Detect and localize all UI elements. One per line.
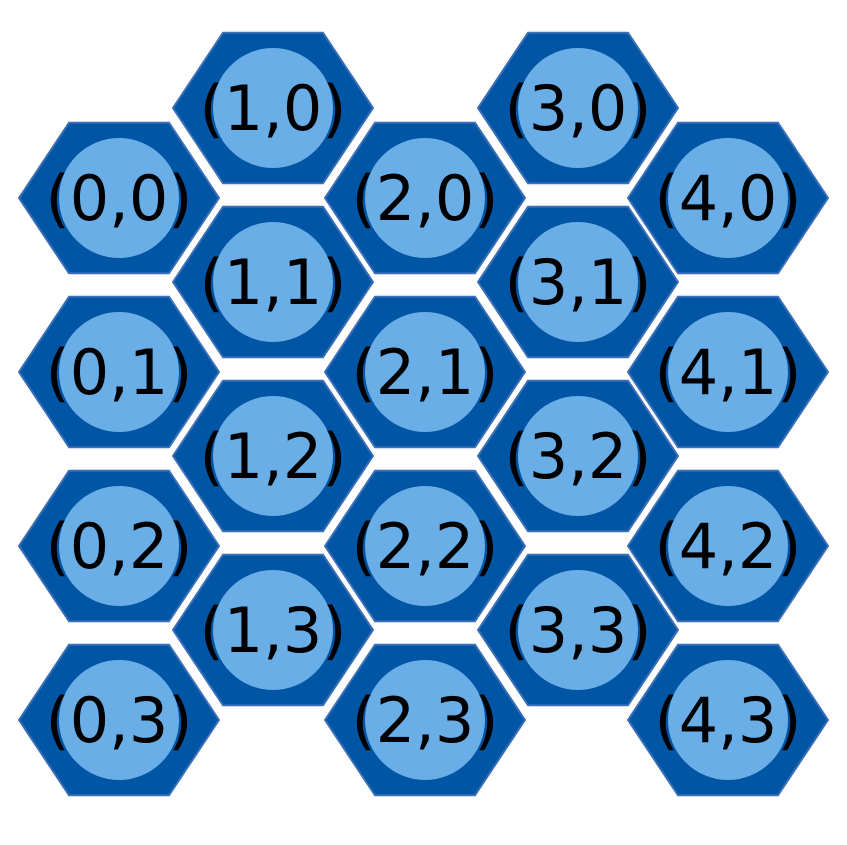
inner-circle	[59, 138, 179, 258]
cell-coordinate-label: (1,1)	[200, 246, 347, 319]
hex-cell-4-1: (4,1)	[626, 295, 830, 449]
inner-circle	[213, 222, 333, 342]
inner-circle	[213, 396, 333, 516]
inner-circle	[668, 138, 788, 258]
hex-cell-0-3: (0,3)	[17, 643, 221, 797]
inner-circle	[518, 396, 638, 516]
inner-circle	[365, 486, 485, 606]
inner-circle	[59, 312, 179, 432]
inner-circle	[213, 48, 333, 168]
hex-cell-4-0: (4,0)	[626, 121, 830, 275]
hex-cell-1-3: (1,3)	[171, 553, 375, 707]
cell-coordinate-label: (1,2)	[200, 420, 347, 493]
cell-coordinate-label: (0,3)	[46, 684, 193, 757]
inner-circle	[365, 138, 485, 258]
cell-coordinate-label: (0,1)	[46, 336, 193, 409]
hex-cell-0-2: (0,2)	[17, 469, 221, 623]
hex-cell-4-3: (4,3)	[626, 643, 830, 797]
cell-coordinate-label: (2,2)	[352, 510, 499, 583]
inner-circle	[365, 660, 485, 780]
inner-circle	[365, 312, 485, 432]
inner-circle	[668, 486, 788, 606]
hex-cell-1-1: (1,1)	[171, 205, 375, 359]
cell-coordinate-label: (2,1)	[352, 336, 499, 409]
hex-cell-2-1: (2,1)	[323, 295, 527, 449]
inner-circle	[518, 222, 638, 342]
inner-circle	[59, 486, 179, 606]
cell-coordinate-label: (4,1)	[655, 336, 802, 409]
cell-coordinate-label: (3,3)	[505, 594, 652, 667]
hex-cell-3-3: (3,3)	[476, 553, 680, 707]
hex-cell-1-0: (1,0)	[171, 31, 375, 185]
cell-coordinate-label: (3,0)	[505, 72, 652, 145]
hex-cell-0-1: (0,1)	[17, 295, 221, 449]
hex-cell-3-2: (3,2)	[476, 379, 680, 533]
cell-coordinate-label: (3,2)	[505, 420, 652, 493]
hex-cell-4-2: (4,2)	[626, 469, 830, 623]
inner-circle	[213, 570, 333, 690]
cell-coordinate-label: (0,0)	[46, 162, 193, 235]
hex-cell-2-0: (2,0)	[323, 121, 527, 275]
hex-cell-1-2: (1,2)	[171, 379, 375, 533]
inner-circle	[518, 48, 638, 168]
hex-cell-3-0: (3,0)	[476, 31, 680, 185]
inner-circle	[668, 660, 788, 780]
inner-circle	[518, 570, 638, 690]
cell-coordinate-label: (4,2)	[655, 510, 802, 583]
hex-cell-0-0: (0,0)	[17, 121, 221, 275]
hex-cell-3-1: (3,1)	[476, 205, 680, 359]
cell-coordinate-label: (3,1)	[505, 246, 652, 319]
inner-circle	[59, 660, 179, 780]
cell-coordinate-label: (2,0)	[352, 162, 499, 235]
cell-coordinate-label: (4,3)	[655, 684, 802, 757]
cell-coordinate-label: (4,0)	[655, 162, 802, 235]
cell-coordinate-label: (1,0)	[200, 72, 347, 145]
hex-cell-2-2: (2,2)	[323, 469, 527, 623]
cell-coordinate-label: (2,3)	[352, 684, 499, 757]
cell-coordinate-label: (1,3)	[200, 594, 347, 667]
inner-circle	[668, 312, 788, 432]
hex-cell-2-3: (2,3)	[323, 643, 527, 797]
cell-coordinate-label: (0,2)	[46, 510, 193, 583]
